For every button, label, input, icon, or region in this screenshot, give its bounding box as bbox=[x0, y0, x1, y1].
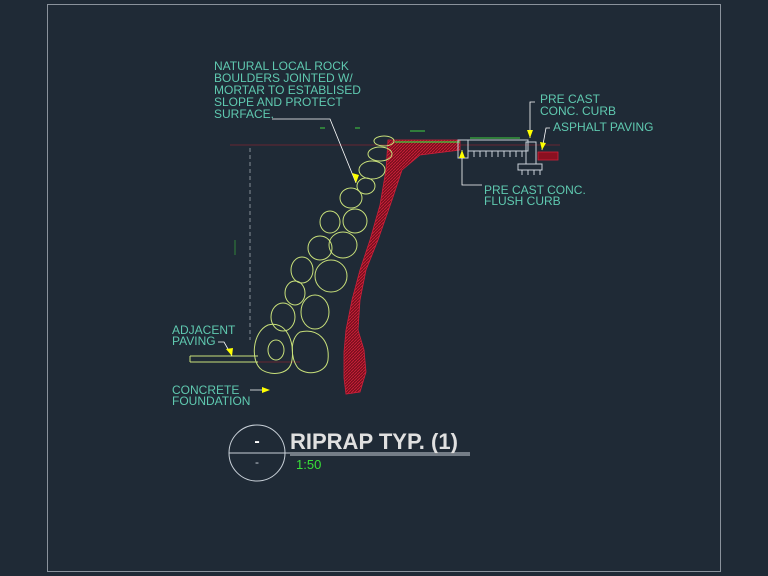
boulder bbox=[339, 187, 363, 209]
note-line: ADJACENT bbox=[172, 323, 236, 337]
note-line: FOUNDATION bbox=[172, 394, 250, 408]
drawing-scale: 1:50 bbox=[296, 457, 321, 472]
top-surface bbox=[320, 127, 460, 143]
note-line: NATURAL LOCAL ROCK bbox=[214, 59, 349, 73]
note-line: ASPHALT PAVING bbox=[553, 120, 653, 134]
leader-arrows bbox=[226, 130, 546, 393]
boulder bbox=[267, 339, 285, 361]
note-line: MORTAR TO ESTABLISED bbox=[214, 83, 361, 97]
flush-curb-detail bbox=[457, 137, 529, 159]
rock-boulders bbox=[253, 135, 395, 374]
boulder bbox=[314, 259, 348, 293]
note-line: SLOPE AND PROTECT bbox=[214, 95, 343, 109]
note-line: BOULDERS JOINTED W/ bbox=[214, 71, 353, 85]
boulder bbox=[253, 323, 294, 374]
boulder bbox=[291, 330, 329, 374]
boulder bbox=[367, 146, 393, 162]
note-line: PRE CAST bbox=[540, 92, 601, 106]
note-line: SURFACE. bbox=[214, 107, 274, 121]
note-line: FLUSH CURB bbox=[484, 194, 561, 208]
concrete-foundation-note: CONCRETE FOUNDATION bbox=[172, 383, 250, 408]
boulder bbox=[342, 208, 368, 234]
section-number: - bbox=[254, 433, 259, 450]
title-block: - - RIPRAP TYP. (1) 1:50 bbox=[228, 424, 470, 482]
drawing-title: RIPRAP TYP. (1) bbox=[290, 429, 458, 454]
boulder bbox=[358, 160, 386, 180]
note-line: PAVING bbox=[172, 334, 216, 348]
boulder bbox=[307, 235, 333, 261]
mortar-backfill bbox=[343, 139, 461, 395]
adjacent-paving-slab bbox=[189, 355, 258, 363]
asphalt-paving-note: ASPHALT PAVING bbox=[553, 120, 653, 134]
flush-curb-note: PRE CAST CONC. FLUSH CURB bbox=[484, 183, 589, 208]
boulder bbox=[356, 177, 376, 195]
note-line: CONCRETE bbox=[172, 383, 239, 397]
sheet-frame bbox=[47, 4, 721, 572]
adjacent-paving-note: ADJACENT PAVING bbox=[172, 323, 238, 348]
boulder bbox=[290, 256, 314, 284]
natural-rock-note: NATURAL LOCAL ROCK BOULDERS JOINTED W/ M… bbox=[214, 59, 364, 121]
boulder bbox=[270, 302, 296, 332]
note-line: CONC. CURB bbox=[540, 104, 616, 118]
note-line: PRE CAST CONC. bbox=[484, 183, 586, 197]
precast-curb-note: PRE CAST CONC. CURB bbox=[540, 92, 616, 118]
boulder bbox=[300, 294, 330, 330]
boulder bbox=[284, 280, 306, 306]
boulder bbox=[373, 135, 395, 147]
sheet-number: - bbox=[255, 455, 259, 469]
boulder bbox=[328, 231, 358, 259]
boulder bbox=[319, 210, 341, 234]
precast-curb-detail bbox=[517, 141, 559, 175]
